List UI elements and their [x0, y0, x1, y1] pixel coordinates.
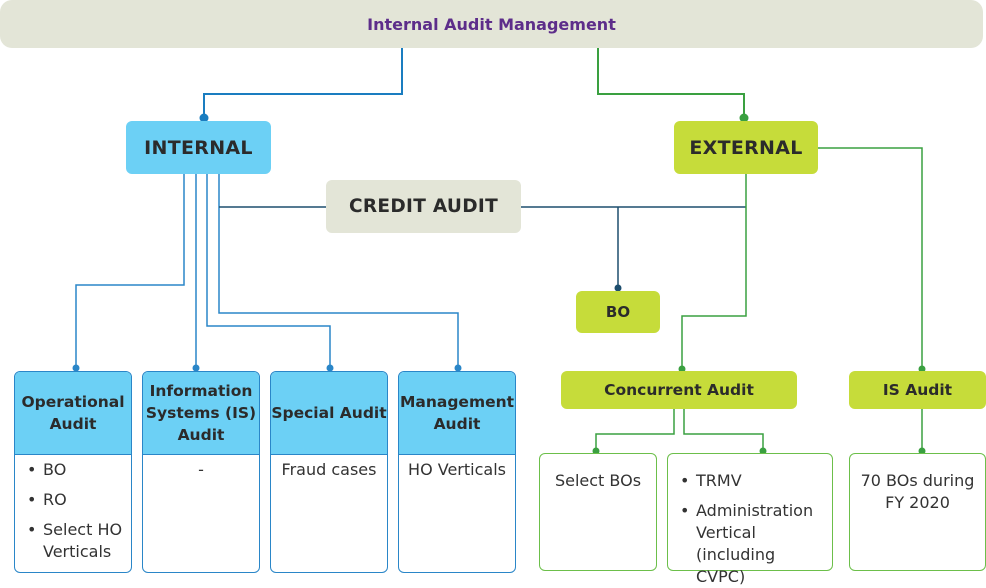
information-systems-audit-text: -: [198, 460, 204, 479]
special-audit-text: Fraud cases: [281, 460, 377, 479]
connector-internal-special: [206, 174, 331, 370]
list-item: Administration Vertical (including CVPC): [674, 500, 826, 588]
connector-lines: [72, 48, 926, 455]
special-audit-title: Special Audit: [271, 372, 387, 455]
connector-external-isaudit: [818, 147, 923, 370]
credit-audit-node: CREDIT AUDIT: [326, 180, 521, 233]
is-audit-detail-box: 70 BOs during FY 2020: [849, 453, 986, 571]
internal-node: INTERNAL: [126, 121, 271, 174]
operational-audit-card: Operational Audit BO RO Select HO Vertic…: [14, 371, 132, 573]
connector-concurrent-select: [595, 409, 675, 452]
special-audit-card: Special Audit Fraud cases: [270, 371, 388, 573]
list-item: RO: [21, 489, 125, 511]
select-bos-box: Select BOs: [539, 453, 657, 571]
management-audit-title: Management Audit: [399, 372, 515, 455]
is-audit-node: IS Audit: [849, 371, 986, 409]
concurrent-audit-node: Concurrent Audit: [561, 371, 797, 409]
connector-top-internal: [203, 48, 403, 120]
connector-external-concurrent: [681, 174, 747, 370]
connector-dot-internal: [199, 113, 209, 123]
management-audit-text: HO Verticals: [408, 460, 506, 479]
list-item: Select HO Verticals: [21, 519, 125, 563]
connector-concurrent-trmv: [683, 409, 764, 452]
management-audit-card: Management Audit HO Verticals: [398, 371, 516, 573]
list-item: TRMV: [674, 470, 826, 492]
connector-dot-external: [739, 113, 749, 123]
concurrent-items-box: TRMV Administration Vertical (including …: [667, 453, 833, 586]
operational-audit-title: Operational Audit: [15, 372, 131, 455]
information-systems-audit-card: Information Systems (IS) Audit -: [142, 371, 260, 573]
connector-top-external: [597, 48, 745, 120]
connector-internal-operational: [75, 174, 185, 370]
information-systems-audit-title: Information Systems (IS) Audit: [143, 372, 259, 455]
list-item: BO: [21, 459, 125, 481]
bo-node: BO: [576, 291, 660, 333]
connector-internal-management: [218, 174, 459, 370]
external-node: EXTERNAL: [674, 121, 818, 174]
page-title: Internal Audit Management: [0, 0, 983, 48]
